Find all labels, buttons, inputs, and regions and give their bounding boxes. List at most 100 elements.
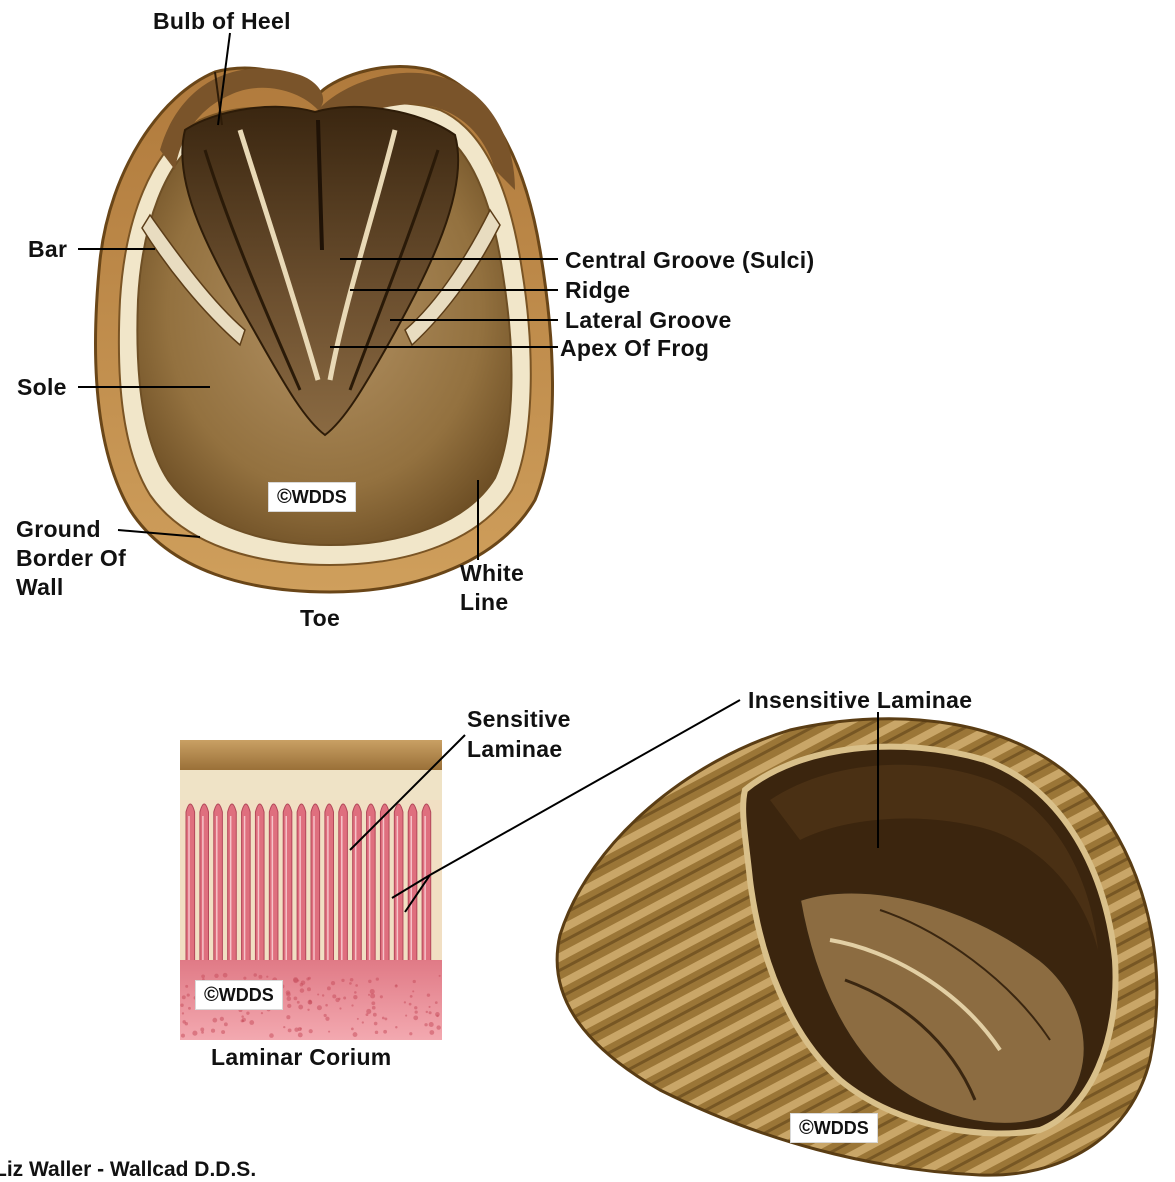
corium-dot: [409, 1032, 412, 1035]
corium-dot: [414, 1006, 417, 1009]
corium-dot: [182, 1012, 184, 1014]
corium-dot: [309, 1029, 313, 1033]
corium-dot: [180, 1003, 183, 1006]
corium-dot: [325, 1017, 329, 1021]
corium-dot: [249, 1020, 254, 1025]
corium-dot: [372, 1006, 376, 1010]
label-insensitive-laminae: Insensitive Laminae: [748, 685, 972, 715]
corium-dot: [185, 1022, 188, 1025]
side-view-hoof: [557, 719, 1157, 1175]
corium-dot: [300, 983, 304, 987]
label-white-line-2: Line: [460, 587, 508, 617]
label-sensitive-laminae-1: Sensitive: [467, 704, 571, 734]
corium-dot: [341, 979, 344, 982]
corium-dot: [200, 1028, 204, 1032]
corium-dot: [429, 1022, 434, 1027]
corium-dot: [405, 1015, 407, 1017]
corium-dot: [254, 973, 257, 976]
corium-dot: [328, 1031, 330, 1033]
corium-dot: [188, 1007, 191, 1010]
corium-dot: [351, 1004, 353, 1006]
corium-dot: [241, 1015, 244, 1018]
corium-dot: [349, 982, 352, 985]
watermark-text: WDDS: [219, 985, 274, 1005]
copyright-symbol: ©: [799, 1117, 814, 1139]
corium-dot: [220, 1017, 224, 1021]
corium-dot: [415, 1011, 418, 1014]
watermark-text: WDDS: [292, 487, 347, 507]
corium-dot: [343, 997, 346, 1000]
corium-dot: [246, 1011, 249, 1014]
corium-dot: [355, 984, 358, 987]
corium-dot: [300, 1028, 302, 1030]
corium-dot: [266, 976, 268, 978]
label-apex-of-frog: Apex Of Frog: [560, 333, 709, 363]
corium-dot: [374, 1022, 378, 1026]
label-bar: Bar: [28, 234, 67, 264]
corium-dot: [258, 975, 262, 979]
corium-dot: [371, 1001, 375, 1005]
label-lateral-groove: Lateral Groove: [565, 305, 732, 335]
label-white-line-1: White: [460, 558, 524, 588]
corium-dot: [366, 1009, 371, 1014]
corium-dot: [212, 1018, 217, 1023]
corium-dot: [424, 1023, 427, 1026]
corium-dot: [384, 1017, 387, 1020]
corium-dot: [308, 1001, 312, 1005]
author-credit: Liz Waller - Wallcad D.D.S.: [0, 1158, 256, 1182]
corium-dot: [375, 1031, 378, 1034]
corium-dot: [242, 1018, 246, 1022]
label-sole: Sole: [17, 372, 67, 402]
corium-dot: [383, 1030, 387, 1034]
corium-dot: [181, 1034, 185, 1038]
watermark-top: ©WDDS: [268, 482, 356, 512]
corium-dot: [261, 1012, 263, 1014]
corium-dot: [331, 981, 335, 985]
corium-dot: [382, 1017, 385, 1020]
corium-dot: [298, 1005, 303, 1010]
label-sensitive-laminae-2: Laminae: [467, 734, 562, 764]
corium-dot: [223, 973, 228, 978]
corium-dot: [338, 998, 340, 1000]
label-ridge: Ridge: [565, 275, 630, 305]
corium-dot: [395, 1026, 397, 1028]
corium-dot: [288, 1029, 292, 1033]
corium-dot: [370, 993, 375, 998]
corium-dot: [307, 987, 311, 991]
corium-dot: [324, 1014, 327, 1017]
corium-dot: [286, 1015, 290, 1019]
corium-dot: [269, 1033, 274, 1038]
corium-dot: [351, 1028, 354, 1031]
corium-dot: [294, 997, 298, 1001]
corium-dot: [224, 1022, 228, 1026]
copyright-symbol: ©: [204, 984, 219, 1006]
corium-dot: [370, 989, 375, 994]
corium-dot: [368, 980, 371, 983]
corium-dot: [187, 993, 190, 996]
watermark-side-hoof: ©WDDS: [790, 1113, 878, 1143]
corium-dot: [201, 974, 205, 978]
corium-dot: [332, 994, 336, 998]
corium-dot: [306, 977, 309, 980]
corium-dot: [325, 1004, 328, 1007]
corium-dot: [376, 977, 379, 980]
corium-dot: [427, 993, 430, 996]
corium-dot: [413, 980, 416, 983]
corium-dot: [185, 985, 188, 988]
corium-dot: [409, 1003, 412, 1006]
corium-dot: [362, 1021, 364, 1023]
corium-dot: [353, 995, 357, 999]
label-toe: Toe: [300, 603, 340, 633]
corium-dot: [413, 1015, 418, 1020]
corium-dot: [283, 1026, 285, 1028]
corium-dot: [317, 993, 319, 995]
corium-dot: [428, 1006, 430, 1008]
corium-dot: [307, 1009, 309, 1011]
corium-dot: [293, 977, 298, 982]
corium-dot: [368, 994, 370, 996]
corium-dot: [353, 1032, 358, 1037]
corium-dot: [182, 995, 186, 999]
label-ground-border-line2: Border Of: [16, 543, 126, 573]
corium-dot: [439, 975, 441, 977]
corium-dot: [211, 1029, 215, 1033]
